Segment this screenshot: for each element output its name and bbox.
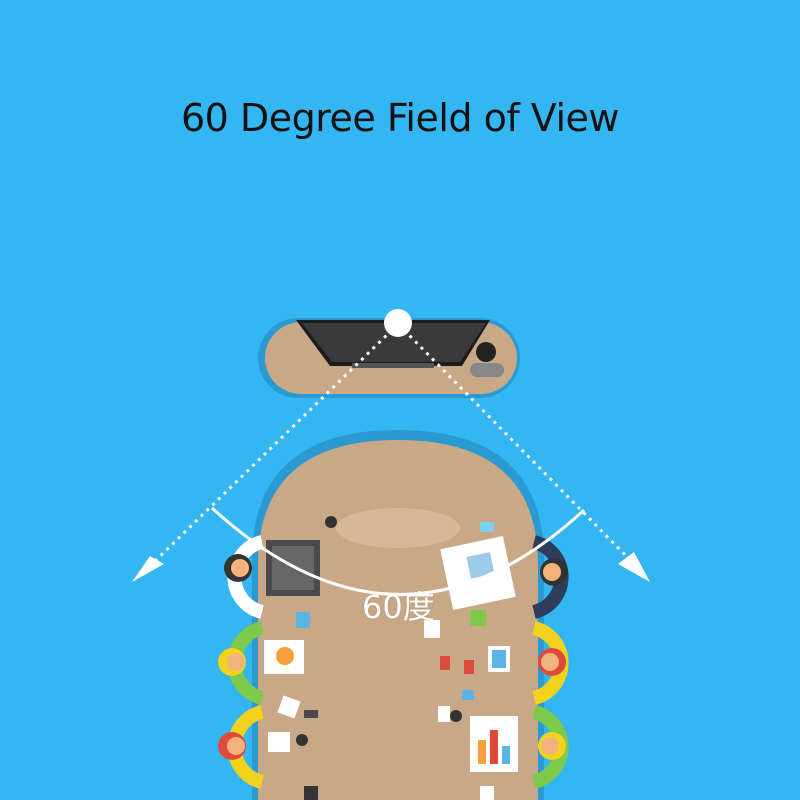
conference-table [252, 430, 544, 800]
page-title: 60 Degree Field of View [181, 96, 620, 140]
camera-lens-icon [384, 309, 412, 337]
participant-left-2 [218, 621, 265, 705]
participant-right-1 [531, 535, 569, 619]
fov-right-line [402, 328, 636, 566]
meeting-participants [218, 535, 569, 789]
angle-label: 60度 [362, 588, 435, 626]
field-of-view-indicator [132, 328, 650, 596]
fov-right-arrow-icon [618, 552, 650, 582]
participant-left-1 [224, 535, 265, 619]
participant-right-3 [531, 705, 569, 789]
table-items [264, 522, 518, 800]
fov-left-arrow-icon [132, 556, 164, 582]
fov-angle-arc [210, 506, 586, 596]
fov-left-line [146, 328, 394, 570]
participant-right-2 [531, 621, 569, 705]
camera-console [258, 309, 520, 398]
participant-left-3 [218, 705, 265, 789]
ptz-camera-icon [476, 342, 496, 362]
